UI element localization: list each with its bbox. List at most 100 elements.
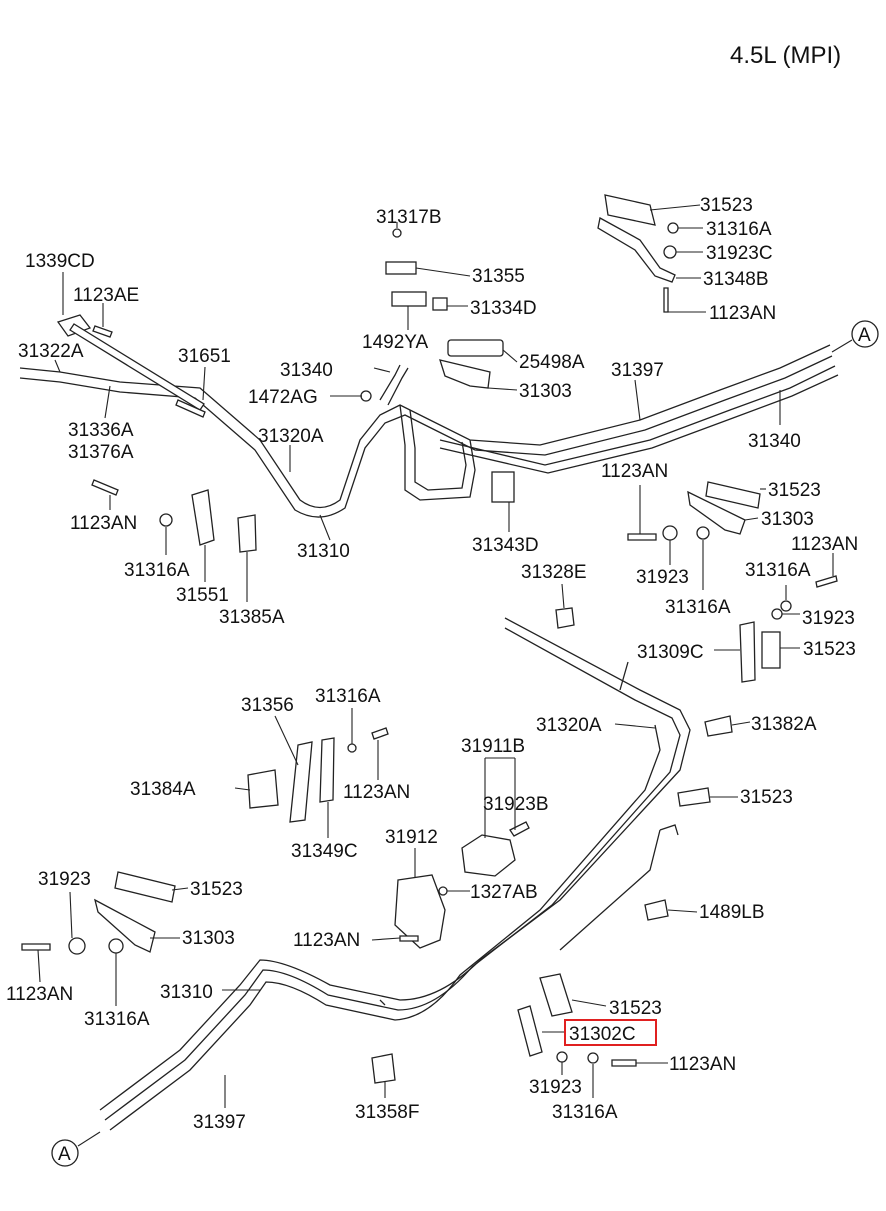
fuel-filter-31911b bbox=[461, 834, 516, 877]
clip-31385a bbox=[237, 514, 257, 553]
part-label: 31523 bbox=[740, 787, 793, 808]
part-label: 31322A bbox=[18, 341, 84, 362]
clip-31384a bbox=[247, 769, 279, 809]
part-label: 31358F bbox=[355, 1102, 419, 1123]
lower-pipe-bundle bbox=[99, 617, 691, 1131]
part-label: 31340 bbox=[748, 431, 801, 452]
part-label: 31397 bbox=[193, 1112, 246, 1133]
part-labels: 31523 31316A 31317B 31923C 1339CD 31355 … bbox=[6, 195, 858, 1133]
bolt-1123an-right bbox=[815, 575, 838, 588]
part-label: 31303 bbox=[519, 381, 572, 402]
part-label: 31316A bbox=[84, 1009, 150, 1030]
part-label: 1123AN bbox=[293, 930, 360, 951]
bolt-1123an-mid bbox=[627, 533, 657, 541]
nut-31316a-bottom bbox=[587, 1052, 599, 1064]
part-label: 31303 bbox=[182, 928, 235, 949]
part-label: 31923 bbox=[802, 608, 855, 629]
part-label: 31523 bbox=[803, 639, 856, 660]
part-label: 1327AB bbox=[470, 882, 538, 903]
part-label: 31316A bbox=[552, 1102, 618, 1123]
part-label: 31316A bbox=[706, 219, 772, 240]
clip-31523-top bbox=[604, 194, 656, 226]
bolt-1123an-left bbox=[91, 479, 119, 496]
part-label: 31348B bbox=[703, 269, 769, 290]
bolt-1123an-left-lower bbox=[21, 943, 51, 951]
clip-1489lb bbox=[644, 899, 669, 921]
clip-31523-bottom bbox=[539, 973, 573, 1017]
part-label: 31397 bbox=[611, 360, 664, 381]
leader-lines bbox=[37, 204, 834, 1108]
grommet-31923c bbox=[663, 245, 677, 259]
part-label: 31651 bbox=[178, 346, 231, 367]
part-label: 31376A bbox=[68, 442, 134, 463]
part-label: 1123AN bbox=[791, 534, 858, 555]
selected-part-label[interactable]: 31302C bbox=[569, 1024, 636, 1045]
connector-a-bottom: A bbox=[51, 1131, 101, 1167]
grommet-31923-right bbox=[771, 608, 783, 620]
part-label: 31316A bbox=[745, 560, 811, 581]
bolt-1123an-bottom bbox=[611, 1059, 637, 1067]
bracket-31303-mid bbox=[687, 490, 746, 535]
part-label: 31523 bbox=[190, 879, 243, 900]
bracket-31356 bbox=[289, 741, 313, 823]
clip-25498a bbox=[447, 339, 504, 357]
part-label: 31316A bbox=[315, 686, 381, 707]
part-label: 31355 bbox=[472, 266, 525, 287]
fitting-31923b bbox=[509, 821, 530, 837]
bracket-31551 bbox=[191, 489, 215, 546]
bracket-31912 bbox=[394, 874, 446, 949]
bracket-31309c bbox=[739, 621, 756, 683]
part-label: 31316A bbox=[665, 597, 731, 618]
part-label: 1339CD bbox=[25, 251, 95, 272]
part-label: 31551 bbox=[176, 585, 229, 606]
part-label: 1123AN bbox=[669, 1054, 736, 1075]
part-label: 31343D bbox=[472, 535, 539, 556]
diagram-title: 4.5L (MPI) bbox=[730, 42, 841, 69]
nut-31316a-right bbox=[780, 600, 792, 612]
part-label: 1123AN bbox=[6, 984, 73, 1005]
nut-31316a-top bbox=[667, 222, 679, 234]
highlight-box bbox=[564, 1019, 657, 1046]
grommet-31923-mid bbox=[662, 525, 678, 541]
part-label: 31340 bbox=[280, 360, 333, 381]
part-label: 31328E bbox=[521, 562, 587, 583]
part-label: 1123AN bbox=[343, 782, 410, 803]
connector-a-top-label: A bbox=[858, 325, 871, 346]
upper-pipe-bundle bbox=[19, 344, 839, 518]
part-label: 1472AG bbox=[248, 387, 318, 408]
nut-31316a-mid bbox=[696, 526, 710, 540]
part-label: 31382A bbox=[751, 714, 817, 735]
connector-a-bottom-label: A bbox=[58, 1144, 71, 1165]
part-label: 31309C bbox=[637, 642, 704, 663]
fitting-31651 bbox=[175, 399, 206, 418]
part-label: 31923C bbox=[706, 243, 773, 264]
part-label: 31303 bbox=[761, 509, 814, 530]
grommet-31923-left bbox=[68, 937, 86, 955]
part-label: 31320A bbox=[536, 715, 602, 736]
part-label: 31349C bbox=[291, 841, 358, 862]
part-label: 31334D bbox=[470, 298, 537, 319]
part-label: 1492YA bbox=[362, 332, 429, 353]
part-label: 31912 bbox=[385, 827, 438, 848]
bolt-1123an-center bbox=[371, 727, 389, 740]
part-label: 31356 bbox=[241, 695, 294, 716]
clip-31343d bbox=[491, 471, 515, 503]
clip-31523-right bbox=[761, 631, 781, 669]
parts bbox=[21, 194, 838, 1084]
part-label: 31384A bbox=[130, 779, 196, 800]
clip-31358f bbox=[371, 1053, 396, 1084]
bracket-31349c bbox=[319, 737, 335, 803]
clip-31334d bbox=[432, 297, 448, 311]
part-label: 31923 bbox=[38, 869, 91, 890]
clip-31382a bbox=[704, 715, 733, 737]
bracket-31302c bbox=[517, 1005, 543, 1057]
nut-31316a-left bbox=[159, 513, 173, 527]
part-label: 31385A bbox=[219, 607, 285, 628]
nut-31316a-center bbox=[347, 743, 357, 753]
part-label: 31923B bbox=[483, 794, 549, 815]
part-label: 31923 bbox=[529, 1077, 582, 1098]
part-label: 31310 bbox=[160, 982, 213, 1003]
clip-1492ya bbox=[391, 291, 427, 307]
clip-31523-lower-right bbox=[677, 787, 711, 807]
